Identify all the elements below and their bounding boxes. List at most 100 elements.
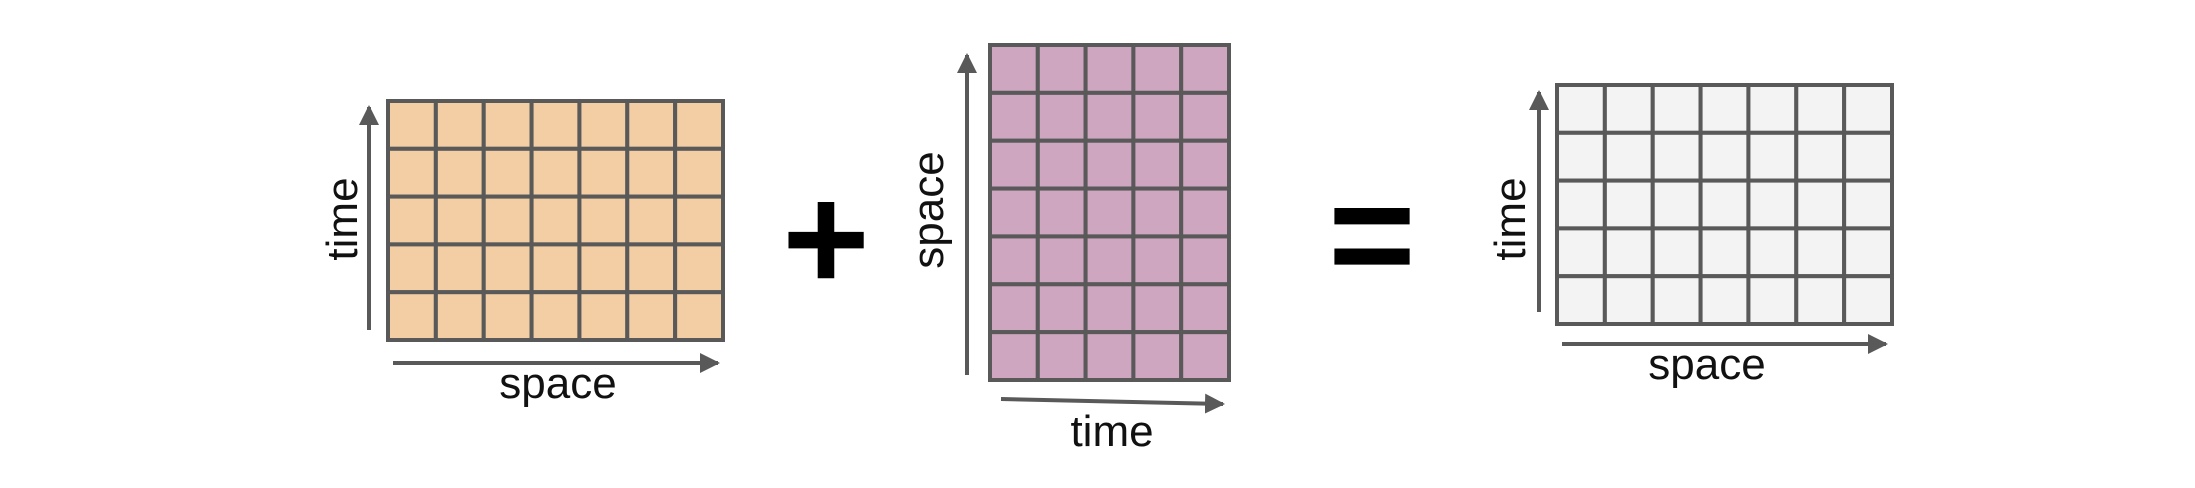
grid-a-cell (625, 194, 678, 247)
grid-c-cell (1842, 226, 1894, 279)
grid-c-panel: time space (1486, 83, 1894, 389)
grid-a-cell (577, 194, 630, 247)
grid-b-cell (1179, 186, 1231, 239)
grid-b-cell (1131, 90, 1184, 143)
grid-c-cell (1842, 178, 1894, 231)
grid-a-cell (433, 290, 486, 343)
grid-b-cell (1083, 138, 1136, 191)
grid-c-cell (1698, 274, 1751, 327)
grid-a-cell (673, 242, 726, 295)
grid-c-cell (1698, 130, 1751, 183)
grid-b-cell (1179, 234, 1231, 287)
grid-a-cell (433, 146, 486, 199)
grid-a-cell (433, 99, 486, 151)
grid-a-y-axis-label: time (318, 177, 367, 260)
grid-c-cell (1698, 178, 1751, 231)
grid-b-cell (1179, 282, 1231, 335)
grid-c-y-axis-label: time (1486, 177, 1535, 260)
grid-c-x-axis-label: space (1648, 340, 1765, 389)
grid-a-panel: time space (318, 99, 726, 408)
grid-c-cell (1794, 83, 1847, 135)
grid-c-cell (1746, 274, 1799, 327)
grid-b-cell (1131, 186, 1184, 239)
grid-c-cell (1794, 274, 1847, 327)
grid-b-cell (1131, 234, 1184, 287)
grid-c-cell (1794, 130, 1847, 183)
grid-b-cell (1035, 282, 1088, 335)
plus-operator: + (782, 154, 870, 322)
grid-b-cell (1035, 43, 1088, 95)
grid-b-x-axis-arrow (1000, 393, 1225, 414)
grid-b-cell (1179, 90, 1231, 143)
grid-b-cell (988, 234, 1040, 287)
grid-a-cell (433, 194, 486, 247)
grid-a-cells (386, 99, 726, 343)
grid-c-cell (1650, 83, 1703, 135)
grid-a-x-axis-label: space (499, 359, 616, 408)
grid-c-cell (1842, 83, 1894, 135)
grid-c-cell (1794, 226, 1847, 279)
grid-a-cell (481, 194, 534, 247)
grid-b-cell (1035, 90, 1088, 143)
grid-a-cell (481, 146, 534, 199)
grid-a-cell (673, 146, 726, 199)
grid-b-cell (988, 282, 1040, 335)
grid-a-cell (625, 146, 678, 199)
grid-a-cell (529, 99, 582, 151)
grid-b-cell (1131, 43, 1184, 95)
grid-c-cell (1842, 130, 1894, 183)
grid-b-cell (1083, 330, 1136, 382)
grid-b-cell (1083, 186, 1136, 239)
grid-c-cell (1650, 274, 1703, 327)
grid-b-cell (1083, 43, 1136, 95)
grid-c-cell (1698, 226, 1751, 279)
grid-c-cell (1650, 226, 1703, 279)
grid-c-cell (1555, 130, 1607, 183)
grid-a-cell (625, 242, 678, 295)
grid-b-cell (1131, 138, 1184, 191)
grid-a-cell (577, 290, 630, 343)
grid-c-cell (1698, 83, 1751, 135)
grid-a-cell (433, 242, 486, 295)
grid-b-cell (1083, 282, 1136, 335)
grid-b-cell (988, 90, 1040, 143)
grid-b-panel: space time (904, 43, 1231, 456)
grid-b-cell (1035, 330, 1088, 382)
grid-a-cell (386, 242, 438, 295)
grid-a-cell (386, 194, 438, 247)
grid-b-cell (1179, 138, 1231, 191)
grid-c-cell (1555, 83, 1607, 135)
grid-a-cell (625, 290, 678, 343)
grid-c-cell (1602, 130, 1655, 183)
grid-c-cells (1555, 83, 1894, 327)
grid-c-cell (1602, 274, 1655, 327)
grid-a-cell (577, 242, 630, 295)
grid-b-cell (1131, 282, 1184, 335)
grid-a-cell (673, 194, 726, 247)
grid-b-cell (988, 330, 1040, 382)
grid-b-cell (988, 186, 1040, 239)
grid-c-cell (1602, 226, 1655, 279)
grid-a-cell (529, 194, 582, 247)
grid-c-cell (1746, 83, 1799, 135)
grid-c-cell (1555, 226, 1607, 279)
grid-b-cell (1035, 186, 1088, 239)
grid-b-cell (1035, 138, 1088, 191)
grid-c-cell (1842, 274, 1894, 327)
grid-a-cell (529, 146, 582, 199)
grid-b-cell (1131, 330, 1184, 382)
grid-b-x-axis-label: time (1070, 407, 1153, 456)
grid-c-cell (1746, 130, 1799, 183)
grid-a-cell (577, 99, 630, 151)
grid-c-cell (1794, 178, 1847, 231)
grid-a-cell (386, 99, 438, 151)
grid-a-cell (577, 146, 630, 199)
grid-a-cell (529, 242, 582, 295)
grid-a-cell (386, 290, 438, 343)
grid-a-cell (481, 290, 534, 343)
equals-operator: = (1328, 150, 1416, 318)
grid-a-cell (386, 146, 438, 199)
grid-c-cell (1746, 178, 1799, 231)
grid-b-cells (988, 43, 1231, 382)
